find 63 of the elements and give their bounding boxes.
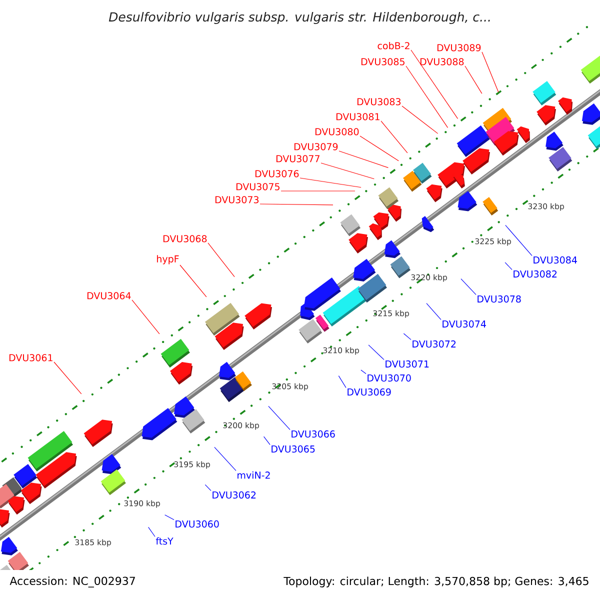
leader-line [164, 514, 174, 520]
leader-line [338, 150, 389, 168]
gene-label: DVU3064 [87, 292, 131, 300]
gene-label: DVU3070 [368, 374, 411, 382]
gene-label: DVU3066 [292, 430, 335, 438]
leader-line [504, 262, 512, 270]
leader-line [208, 242, 235, 278]
gene-label: DVU3084 [534, 256, 577, 264]
leader-line [204, 484, 212, 491]
gene-label: DVU3077 [276, 155, 320, 162]
gene-label: DVU3079 [294, 143, 338, 150]
leader-line [403, 333, 412, 340]
gene-label: DVU3083 [357, 98, 401, 106]
leader-line [214, 446, 236, 471]
gene-label: DVU3081 [336, 113, 380, 120]
gene-label: DVU3060 [176, 520, 219, 528]
leader-line [406, 66, 448, 128]
gene-label: DVU3074 [442, 320, 486, 328]
leader-line [268, 406, 290, 430]
gene-label: DVU3089 [437, 44, 481, 52]
gene-label: DVU3082 [514, 270, 557, 278]
leader-line [360, 136, 399, 162]
leader-line [410, 50, 458, 119]
leader-line [482, 52, 499, 93]
gene-label: DVU3076 [255, 170, 299, 178]
leader-line [180, 264, 207, 298]
leader-line [280, 190, 356, 192]
gene-label: DVU3068 [163, 235, 207, 242]
leader-line [54, 362, 82, 394]
leader-line [426, 302, 442, 320]
leader-line [264, 436, 270, 445]
gene-label: DVU3069 [348, 388, 391, 396]
gene-label: DVU3075 [236, 183, 280, 190]
gene-label: DVU3072 [412, 340, 456, 348]
gene-label: mviN-2 [238, 471, 270, 479]
leader-line [338, 376, 346, 388]
leader-line [368, 344, 384, 360]
leader-line [148, 526, 156, 537]
gene-label: DVU3062 [212, 491, 256, 499]
leader-line [505, 224, 532, 256]
gene-label: DVU3061 [9, 354, 52, 362]
gene-label: DVU3088 [420, 58, 464, 66]
gene-label: ftsY [156, 537, 174, 545]
gene-label: cobB-2 [378, 42, 410, 50]
gene-label: DVU3065 [272, 445, 315, 453]
leader-line [460, 278, 476, 295]
leader-line [380, 120, 408, 154]
leader-line [360, 370, 366, 374]
gene-label: DVU3073 [215, 196, 259, 204]
gene-label: hypF [157, 255, 179, 264]
accession-text: Accession: NC_002937 [10, 576, 135, 588]
leader-line [402, 106, 438, 134]
gene-label: DVU3080 [315, 128, 359, 136]
gene-label: DVU3078 [478, 295, 521, 303]
leader-line [320, 162, 374, 180]
leader-line [464, 66, 482, 94]
gene-label: DVU3085 [361, 58, 404, 66]
gene-label: DVU3071 [386, 360, 429, 368]
leader-line [300, 178, 362, 188]
title: Desulfovibrio vulgaris subsp. vulgaris str. Hildenborough, c... [108, 12, 490, 24]
leader-line [132, 300, 160, 334]
leader-line [260, 204, 334, 206]
genome-summary: Topology: circular; Length: 3,570,858 bp; Genes: 3,465 [284, 576, 588, 588]
